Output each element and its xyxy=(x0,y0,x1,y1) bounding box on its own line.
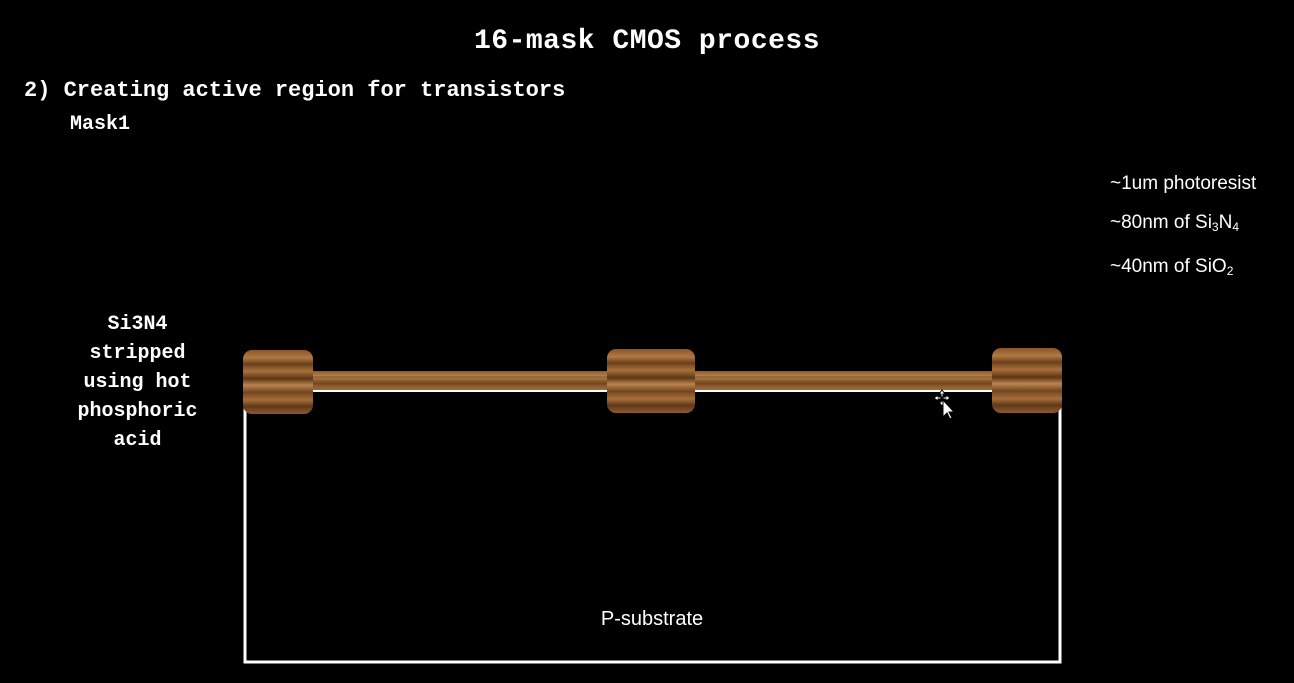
resist-block-left xyxy=(243,350,313,414)
legend-nitride: ~80nm of Si3N4 xyxy=(1110,212,1240,234)
step-heading: 2) Creating active region for transistor… xyxy=(24,78,565,103)
slide-title: 16-mask CMOS process xyxy=(473,26,821,57)
p-substrate xyxy=(243,388,1062,664)
step-number: 2) xyxy=(24,78,51,103)
resist-block-right xyxy=(992,348,1062,413)
process-note-line: acid xyxy=(113,429,162,452)
process-note-line: using hot xyxy=(83,371,192,394)
mask-label: Mask1 xyxy=(70,113,131,136)
process-note-line: phosphoric xyxy=(77,400,198,423)
step-title: Creating active region for transistors xyxy=(63,78,566,103)
substrate-label: P-substrate xyxy=(601,608,703,630)
resist-block-center xyxy=(607,349,695,413)
process-note: Si3N4 stripped using hot phosphoric acid xyxy=(60,310,215,455)
process-note-line: Si3N4 xyxy=(107,313,168,336)
legend-oxide: ~40nm of SiO2 xyxy=(1110,256,1234,278)
process-note-line: stripped xyxy=(89,342,186,365)
legend-photoresist: ~1um photoresist xyxy=(1110,173,1257,194)
layer-legend: ~1um photoresist ~80nm of Si3N4 ~40nm of… xyxy=(1110,164,1256,291)
move-arrow-cursor-icon xyxy=(933,389,956,420)
